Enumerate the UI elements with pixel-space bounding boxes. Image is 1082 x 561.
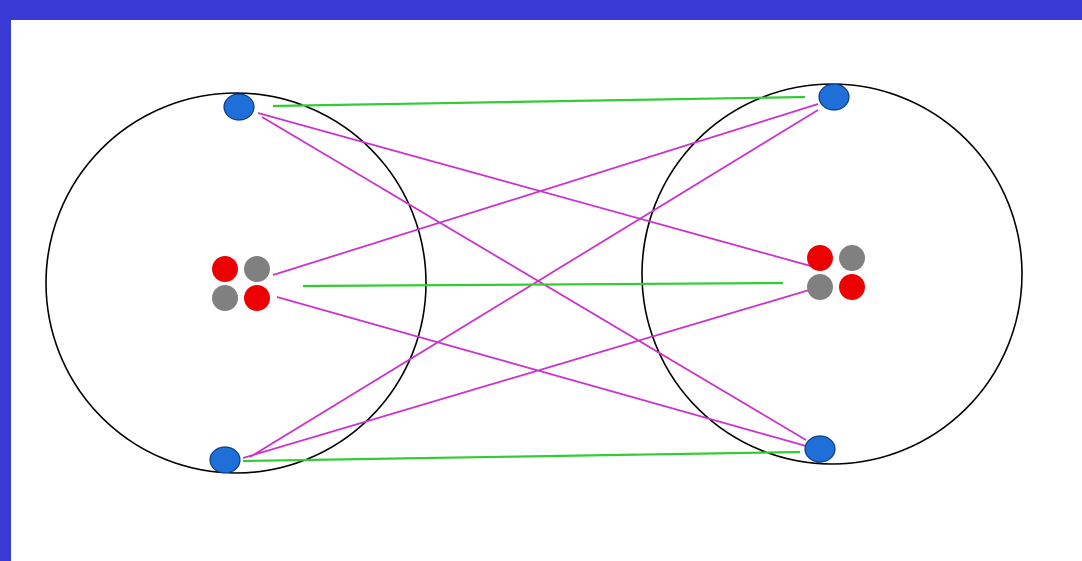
- repulsion-line: [272, 95, 806, 108]
- attraction-line: [261, 116, 807, 441]
- right-atom-electron: [818, 83, 850, 111]
- left-atom-orbit: [45, 92, 427, 474]
- attraction-line: [242, 287, 817, 459]
- neutron: [244, 256, 270, 282]
- neutron: [212, 285, 238, 311]
- attraction-line: [276, 296, 807, 447]
- left-atom-nucleus: [212, 256, 270, 311]
- right-atom-nucleus: [807, 245, 865, 300]
- right-atom-electron: [804, 435, 836, 463]
- repulsion-line: [302, 281, 784, 288]
- repulsion-line: [242, 450, 801, 463]
- proton: [212, 256, 238, 282]
- attraction-line: [257, 112, 819, 269]
- proton: [244, 285, 270, 311]
- proton: [839, 274, 865, 300]
- left-atom-electron: [223, 93, 255, 121]
- neutron: [807, 274, 833, 300]
- attraction-line: [272, 103, 819, 276]
- frame-left-bar: [0, 0, 11, 561]
- frame-top-bar: [0, 0, 1082, 20]
- left-atom-electron: [209, 446, 241, 474]
- neutron: [839, 245, 865, 271]
- proton: [807, 245, 833, 271]
